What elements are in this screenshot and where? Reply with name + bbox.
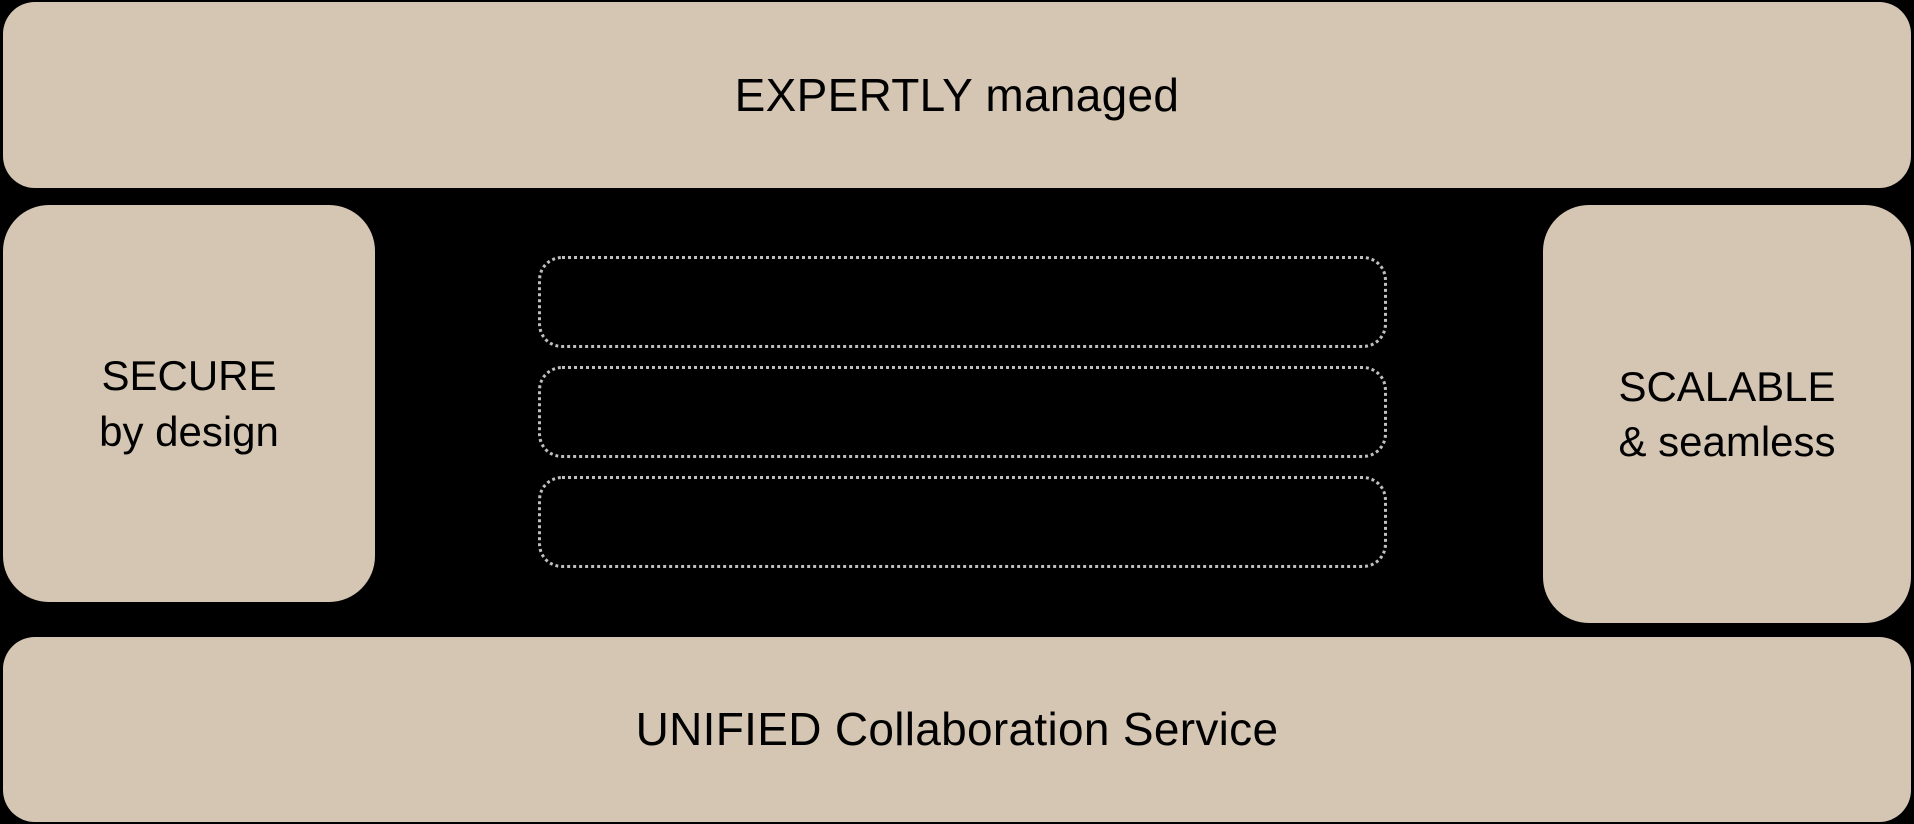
- right-pillar-line-2: & seamless: [1618, 418, 1836, 465]
- left-pillar-line-2: by design: [99, 407, 279, 455]
- left-pillar-secure-by-design[interactable]: SECURE by design: [3, 205, 375, 602]
- center-slot-1[interactable]: [538, 256, 1387, 348]
- right-pillar-scalable-seamless[interactable]: SCALABLE & seamless: [1543, 205, 1911, 623]
- bottom-band-label: UNIFIED Collaboration Service: [635, 703, 1279, 756]
- center-slot-2[interactable]: [538, 366, 1387, 458]
- left-pillar-line-1: SECURE: [101, 352, 277, 400]
- top-band-expertly-managed[interactable]: EXPERTLY managed: [3, 2, 1911, 188]
- left-pillar-text: SECURE by design: [99, 348, 279, 459]
- center-slot-3[interactable]: [538, 476, 1387, 568]
- bottom-band-unified-collaboration-service[interactable]: UNIFIED Collaboration Service: [3, 637, 1911, 822]
- right-pillar-line-1: SCALABLE: [1618, 362, 1836, 410]
- right-pillar-text: SCALABLE & seamless: [1618, 359, 1835, 470]
- top-band-label: EXPERTLY managed: [734, 68, 1180, 121]
